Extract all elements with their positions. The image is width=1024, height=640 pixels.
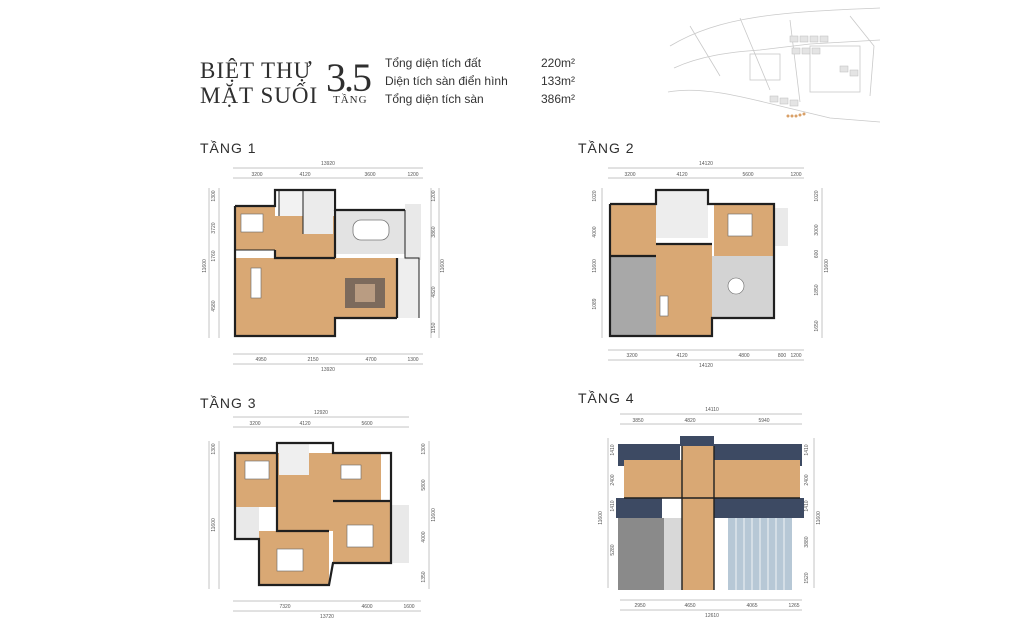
dim-top-2: 4120 xyxy=(299,421,310,427)
dim-right-4: 1350 xyxy=(421,571,427,582)
dim-bottom-3: 4065 xyxy=(746,603,757,609)
dim-bottom-2: 2150 xyxy=(307,357,318,363)
dim-right-5: 1650 xyxy=(814,320,820,331)
dim-left-1: 1300 xyxy=(211,443,217,454)
dim-top-4: 1200 xyxy=(407,172,418,178)
dim-bottom-2: 4120 xyxy=(676,353,687,359)
floor-2-title: TẦNG 2 xyxy=(578,140,635,156)
dim-bottom-total: 13720 xyxy=(320,614,334,620)
dim-left-2: 11600 xyxy=(211,518,217,532)
dim-left-1: 1300 xyxy=(211,190,217,201)
dim-right-1: 1410 xyxy=(804,444,810,455)
dim-bottom-1: 7320 xyxy=(279,604,290,610)
dim-right-1: 1300 xyxy=(421,443,427,454)
dim-right-2: 3860 xyxy=(431,226,437,237)
dim-bottom-total: 13920 xyxy=(321,367,335,373)
dim-bottom-4: 800 xyxy=(778,353,787,359)
dim-bottom-4: 1265 xyxy=(788,603,799,609)
dim-top-3: 3600 xyxy=(364,172,375,178)
dim-right-2: 5800 xyxy=(421,479,427,490)
dim-left-4: 5280 xyxy=(610,544,616,555)
dim-top-2: 4820 xyxy=(684,418,695,424)
dim-bottom-3: 4700 xyxy=(365,357,376,363)
dim-top-2: 4120 xyxy=(676,172,687,178)
dim-top-3: 5940 xyxy=(758,418,769,424)
dim-bottom-2: 4650 xyxy=(684,603,695,609)
floor-2-plan: 14120 3200 4120 5600 1200 3200 4120 4800… xyxy=(592,161,830,369)
dim-left-total: 11600 xyxy=(592,259,598,273)
spec-label-total: Tổng diện tích sàn xyxy=(385,92,484,106)
spec-label-typical: Diện tích sàn điển hình xyxy=(385,74,508,88)
site-key-plan xyxy=(667,7,881,123)
dim-right-3: 600 xyxy=(814,250,820,259)
title-line-2: MẶT SUỐI xyxy=(200,83,319,108)
dim-bottom-1: 4950 xyxy=(255,357,266,363)
dim-top-total: 14120 xyxy=(699,161,713,167)
dim-right-total: 11600 xyxy=(440,259,445,273)
floor-4-plan: 14110 3850 4820 5940 2950 4650 4065 1265… xyxy=(598,407,822,619)
dim-left-2: 2400 xyxy=(610,474,616,485)
floors-unit: TẦNG xyxy=(333,94,368,106)
dim-right-1: 1200 xyxy=(431,190,437,201)
floor-1-title: TẦNG 1 xyxy=(200,140,257,156)
dim-top-1: 3200 xyxy=(249,421,260,427)
dim-bottom-5: 1200 xyxy=(790,353,801,359)
dim-left-3: 1760 xyxy=(211,250,217,261)
dim-top-1: 3200 xyxy=(624,172,635,178)
dim-left-4: 4580 xyxy=(211,300,217,311)
spec-label-land: Tổng diện tích đất xyxy=(385,56,482,70)
dim-top-total: 14110 xyxy=(705,407,719,413)
dim-top-1: 3200 xyxy=(251,172,262,178)
dim-right-3: 4000 xyxy=(421,531,427,542)
dim-left-1: 1020 xyxy=(592,190,598,201)
dim-right-total: 11600 xyxy=(824,259,830,273)
dim-right-4: 3880 xyxy=(804,536,810,547)
floor-4-title: TẦNG 4 xyxy=(578,390,635,406)
dim-top-total: 12920 xyxy=(314,410,328,416)
dim-left-2: 3720 xyxy=(211,222,217,233)
spec-value-total: 386m² xyxy=(540,92,575,106)
floor-3-plan: 12920 3200 4120 5600 7320 4600 1600 1372… xyxy=(208,410,437,620)
dim-bottom-3: 1600 xyxy=(403,604,414,610)
dim-left-total: 11600 xyxy=(202,259,208,273)
dim-right-1: 1020 xyxy=(814,190,820,201)
dim-bottom-1: 3200 xyxy=(626,353,637,359)
dim-bottom-total: 14120 xyxy=(699,363,713,369)
floors-number: 3.5 xyxy=(326,55,372,100)
dim-top-3: 5600 xyxy=(742,172,753,178)
spec-value-typical: 133m² xyxy=(540,74,575,88)
dim-top-4: 1200 xyxy=(790,172,801,178)
project-title: BIỆT THỰ MẶT SUỐI xyxy=(200,58,318,108)
dim-right-4: 1150 xyxy=(431,322,437,333)
dim-left-1: 1410 xyxy=(610,444,616,455)
dim-right-2: 3000 xyxy=(814,224,820,235)
dim-bottom-4: 1300 xyxy=(407,357,418,363)
dim-right-total: 11600 xyxy=(816,511,822,525)
dim-left-total: 11600 xyxy=(598,511,604,525)
dim-bottom-2: 4600 xyxy=(361,604,372,610)
dim-left-3: 1089 xyxy=(592,298,598,309)
floor-3-title: TẦNG 3 xyxy=(200,395,257,411)
title-line-1: BIỆT THỰ xyxy=(200,58,313,83)
dim-right-2: 2400 xyxy=(804,474,810,485)
dim-right-4: 1850 xyxy=(814,284,820,295)
dim-left-2: 4000 xyxy=(592,226,598,237)
dim-bottom-1: 2950 xyxy=(634,603,645,609)
dim-bottom-3: 4800 xyxy=(738,353,749,359)
dim-top-1: 3850 xyxy=(632,418,643,424)
dim-top-total: 13920 xyxy=(321,161,335,167)
dim-top-2: 4120 xyxy=(299,172,310,178)
dim-right-5: 1520 xyxy=(804,572,810,583)
floor-1-plan: 13920 3200 4120 3600 1200 4950 2150 4700… xyxy=(202,161,445,373)
dim-right-3: 4820 xyxy=(431,286,437,297)
dim-right-3: 1410 xyxy=(804,500,810,511)
dim-right-total: 11600 xyxy=(431,508,437,522)
dim-left-3: 1410 xyxy=(610,500,616,511)
dim-top-3: 5600 xyxy=(361,421,372,427)
spec-value-land: 220m² xyxy=(540,56,575,70)
dim-bottom-total: 12610 xyxy=(705,613,719,619)
